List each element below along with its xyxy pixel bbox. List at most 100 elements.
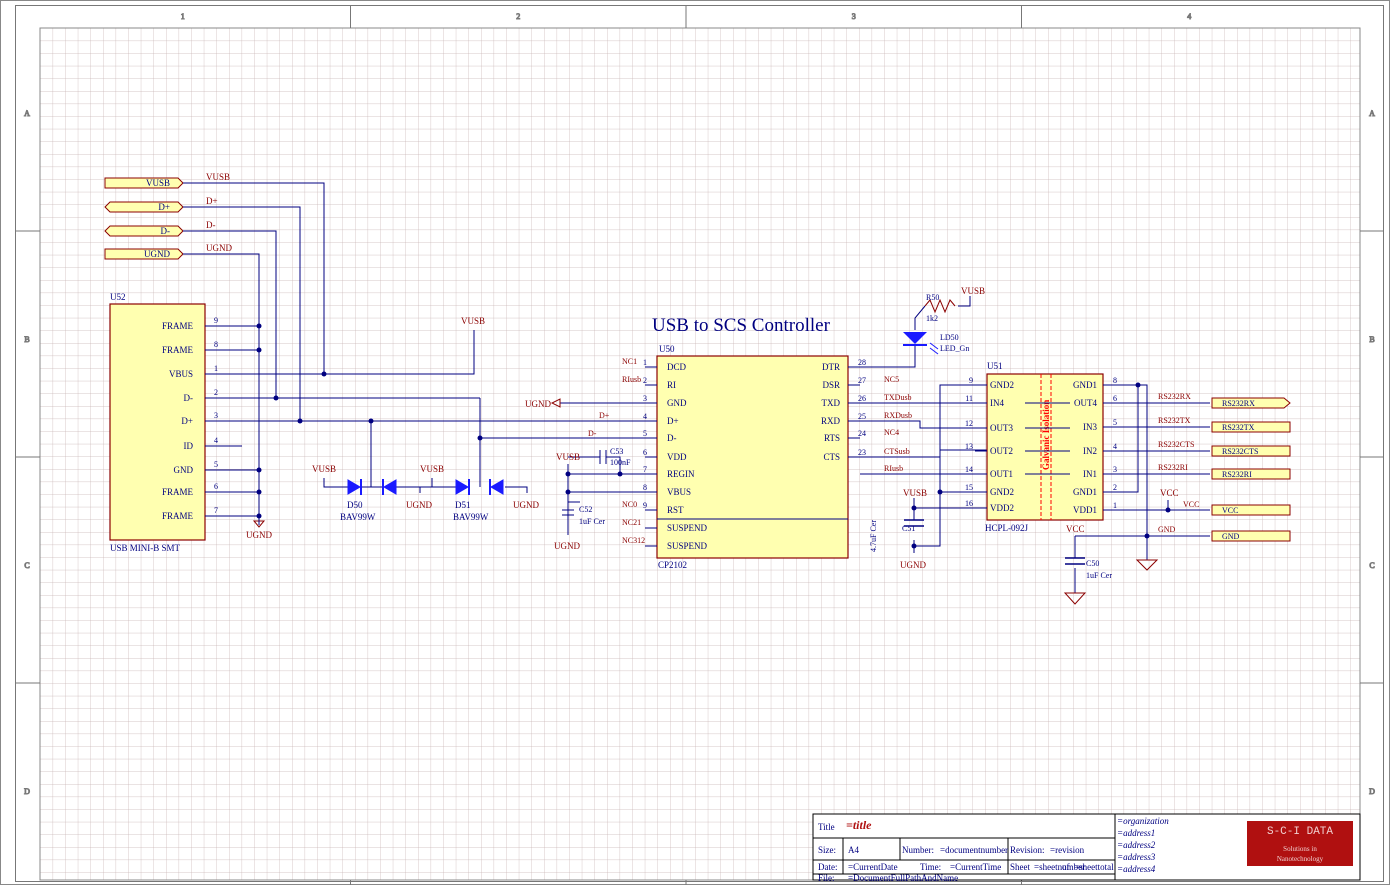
u50-net-label-dminus: D- — [588, 429, 597, 438]
u51-pin-num: 14 — [965, 465, 973, 474]
row-label-B-right: B — [1369, 335, 1374, 344]
tb-of-label: of — [1062, 862, 1070, 872]
c52-ugnd-label: UGND — [554, 541, 580, 551]
net-label-RS232RX: RS232RX — [1158, 392, 1191, 401]
border-frame — [15, 5, 1384, 882]
u51-pin-num: 4 — [1113, 442, 1117, 451]
u51-pin-num: 1 — [1113, 501, 1117, 510]
d50-value: BAV99W — [340, 512, 376, 522]
tb-time-label: Time: — [920, 862, 941, 872]
u52-pin-num: 8 — [214, 340, 218, 349]
vusb-label-main: VUSB — [461, 316, 485, 326]
net-label-D+: D+ — [206, 196, 218, 206]
u50-pin-name: DCD — [667, 362, 687, 372]
tb-org-2: =address2 — [1117, 840, 1156, 850]
port-GND[interactable]: GND — [1211, 530, 1291, 542]
u51-pin-name: GND1 — [1073, 380, 1097, 390]
c52-value: 1uF Cer — [579, 517, 605, 526]
u50-net-label: NC312 — [622, 536, 645, 545]
u50-net-label-dplus: D+ — [599, 411, 610, 420]
logo-sub1: Solutions in — [1283, 845, 1317, 853]
u51-isolator[interactable]: U51 HCPL-092J Galvanic Isolation GND29IN… — [965, 361, 1117, 533]
d51-value: BAV99W — [453, 512, 489, 522]
u50-net-label: NC21 — [622, 518, 641, 527]
u50-pin-num: 27 — [858, 376, 866, 385]
u52-connector[interactable]: U52 USB MINI-B SMT FRAME9FRAME8VBUS1D-2D… — [109, 292, 272, 553]
u50-net-label: RXDusb — [884, 411, 912, 420]
u50-pin-num: 6 — [643, 448, 647, 457]
gnd-symbol-2 — [1063, 592, 1087, 605]
d50-ref: D50 — [347, 500, 363, 510]
logo-main: S-C-I DATA — [1267, 826, 1333, 838]
port-VUSB[interactable]: VUSB — [104, 177, 184, 189]
vusb-label-d51: VUSB — [420, 464, 444, 474]
u50-pin-num: 2 — [643, 376, 647, 385]
ld50-led[interactable] — [903, 332, 939, 355]
port-RS232CTS[interactable]: RS232CTS — [1211, 445, 1291, 457]
d50-diode[interactable] — [347, 479, 397, 495]
u50-pin-num: 23 — [858, 448, 866, 457]
u50-pin-name: REGIN — [667, 469, 695, 479]
port-VCC[interactable]: VCC — [1211, 504, 1291, 516]
u52-pin-name: D- — [184, 393, 194, 403]
u50-pin-num: 5 — [643, 429, 647, 438]
port-RS232RI[interactable]: RS232RI — [1211, 468, 1291, 480]
vusb-label-d50: VUSB — [312, 464, 336, 474]
port-label: RS232TX — [1222, 423, 1255, 432]
row-label-C-left: C — [24, 561, 29, 570]
port-RS232RX[interactable]: RS232RX — [1211, 397, 1291, 409]
u52-pin-num: 3 — [214, 411, 218, 420]
d51-ref: D51 — [455, 500, 471, 510]
junctions-u51 — [1135, 382, 1171, 539]
u51-pin-name: OUT4 — [1074, 398, 1097, 408]
u50-pin-num: 28 — [858, 358, 866, 367]
column-label-3: 3 — [852, 12, 856, 21]
u50-pin-name: D+ — [667, 416, 679, 426]
tb-number-label: Number: — [902, 845, 934, 855]
u52-pin-num: 6 — [214, 482, 218, 491]
net-label-RS232CTS: RS232CTS — [1158, 440, 1194, 449]
u51-vcc-label: VCC — [1160, 488, 1179, 498]
row-label-B-left: B — [24, 335, 29, 344]
c50-vcc-label: VCC — [1066, 524, 1085, 534]
u50-pin-num: 24 — [858, 429, 866, 438]
u50-chip[interactable]: U50 CP2102 DCD1NC1RI2RIusbGND3D+4D-5VDD6… — [588, 344, 912, 570]
r50-ref: R50 — [926, 293, 939, 302]
c51-ref: C51 — [902, 524, 915, 533]
u52-pin-name: ID — [184, 441, 194, 451]
net-label-UGND: UGND — [206, 243, 232, 253]
port-label: UGND — [144, 249, 170, 259]
c50-value: 1uF Cer — [1086, 571, 1112, 580]
u51-pin-num: 2 — [1113, 483, 1117, 492]
net-label-D-: D- — [206, 220, 216, 230]
u51-pin-name: VDD2 — [990, 503, 1014, 513]
d51-diode[interactable] — [455, 479, 504, 495]
tb-org-1: =address1 — [1117, 828, 1155, 838]
u50-pin-num: 8 — [643, 483, 647, 492]
logo-sub2: Nanotechnology — [1277, 855, 1324, 863]
tb-time-value: =CurrentTime — [950, 862, 1001, 872]
u52-pin-num: 7 — [214, 506, 218, 515]
u50-pin-num: 1 — [643, 358, 647, 367]
c53-value: 100nF — [610, 458, 631, 467]
tb-title-value: =title — [846, 818, 872, 832]
u52-pin-name: VBUS — [169, 369, 193, 379]
port-label: RS232RX — [1222, 399, 1255, 408]
u50-pin-name: DSR — [822, 380, 840, 390]
u51-pin-name: GND2 — [990, 380, 1014, 390]
r50-value: 1k2 — [926, 314, 938, 323]
tb-size-value: A4 — [848, 845, 859, 855]
u50-net-label: NC0 — [622, 500, 637, 509]
c51-vusb-label: VUSB — [903, 488, 927, 498]
port-D-[interactable]: D- — [104, 225, 184, 237]
r50-resistor[interactable] — [924, 298, 956, 314]
port-D+[interactable]: D+ — [104, 201, 184, 213]
tb-title-label: Title — [818, 822, 835, 832]
u50-pin-name: D- — [667, 433, 677, 443]
port-UGND[interactable]: UGND — [104, 248, 184, 260]
u50-pin-num: 25 — [858, 412, 866, 421]
port-RS232TX[interactable]: RS232TX — [1211, 421, 1291, 433]
u52-pin-num: 4 — [214, 436, 218, 445]
row-label-C-right: C — [1369, 561, 1374, 570]
